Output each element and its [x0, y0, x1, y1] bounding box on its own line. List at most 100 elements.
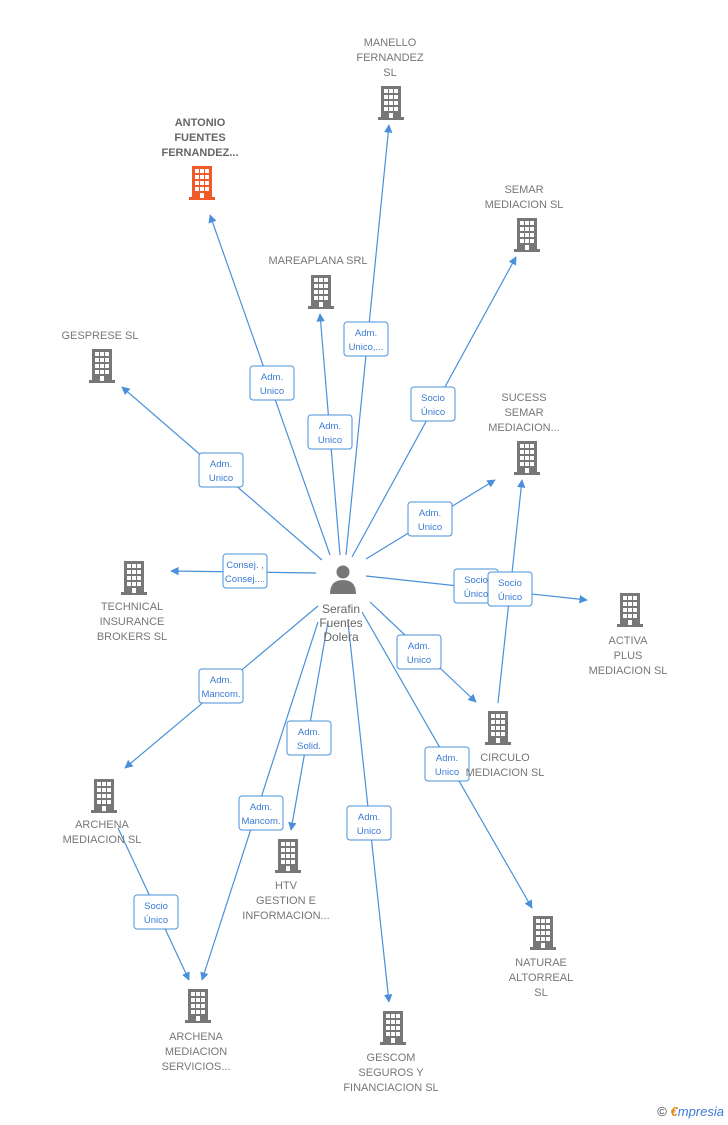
company-node-technical[interactable]: TECHNICAL INSURANCE BROKERS SL [97, 561, 167, 643]
company-node-activa[interactable]: ACTIVA PLUS MEDIACION SL [589, 593, 668, 677]
company-node-htv[interactable]: HTV GESTION E INFORMACION... [242, 839, 330, 922]
company-node-archena[interactable]: ARCHENA MEDIACION SL [63, 779, 142, 846]
e-antonio-edge: Adm.Unico [208, 214, 331, 556]
building-icon[interactable] [530, 916, 556, 950]
company-node-manello[interactable]: MANELLO FERNANDEZ SL [356, 37, 424, 120]
e-manello-label-box[interactable] [343, 321, 389, 357]
e-circulo-label-box[interactable] [396, 634, 442, 670]
company-node-naturae[interactable]: NATURAE ALTORREAL SL [509, 916, 573, 999]
e-gescom-label-box[interactable] [346, 805, 392, 841]
company-label-line[interactable]: CIRCULO [480, 752, 530, 764]
company-label-line[interactable]: SEGUROS Y [358, 1067, 424, 1079]
e-manello-label-line: Adm. [355, 328, 377, 339]
company-label-line[interactable]: FERNANDEZ [356, 52, 424, 64]
e-gesprese-label-box[interactable] [198, 452, 244, 488]
person-name-line[interactable]: Fuentes [319, 616, 362, 630]
company-node-circulo[interactable]: CIRCULO MEDIACION SL [466, 711, 545, 779]
company-label-line[interactable]: INSURANCE [100, 616, 165, 628]
company-label-line[interactable]: SUCESS [501, 392, 546, 404]
company-label-line[interactable]: SERVICIOS... [162, 1061, 231, 1073]
building-icon[interactable] [514, 441, 540, 475]
company-node-semar[interactable]: SEMAR MEDIACION SL [485, 184, 564, 252]
building-icon[interactable] [185, 989, 211, 1023]
e-htv-label-line: Solid. [297, 741, 321, 752]
e-htv-label-line: Adm. [298, 727, 320, 738]
e-naturae-label-line: Adm. [436, 753, 458, 764]
company-node-gesprese[interactable]: GESPRESE SL [61, 330, 139, 383]
company-node-sucess[interactable]: SUCESS SEMAR MEDIACION... [488, 392, 560, 475]
e-archena-serv-label-line: Adm. [250, 802, 272, 813]
building-icon[interactable] [121, 561, 147, 595]
e-archena-edge: Adm.Mancom. [124, 605, 319, 769]
company-label-line[interactable]: MEDIACION [165, 1046, 227, 1058]
company-label-line[interactable]: SL [383, 67, 396, 79]
e-archena-label-box[interactable] [198, 668, 244, 704]
e-htv-label-box[interactable] [286, 720, 332, 756]
e-gescom-edge: Adm.Unico [346, 621, 393, 1003]
e-mareaplana-label-box[interactable] [307, 414, 353, 450]
e-technical-label-box[interactable] [222, 553, 268, 589]
building-icon[interactable] [189, 166, 215, 200]
company-label-line[interactable]: HTV [275, 880, 298, 892]
person-name-line[interactable]: Serafin [322, 602, 360, 616]
building-icon[interactable] [378, 86, 404, 120]
company-node-archena_serv[interactable]: ARCHENA MEDIACION SERVICIOS... [162, 989, 231, 1073]
company-label-line[interactable]: SEMAR [504, 407, 543, 419]
company-label-line[interactable]: GESCOM [367, 1052, 416, 1064]
company-label-line[interactable]: MAREAPLANA SRL [268, 255, 367, 267]
e-sucess-label-line: Unico [418, 522, 442, 533]
company-label-line[interactable]: MEDIACION... [488, 422, 560, 434]
company-label-line[interactable]: MEDIACION SL [485, 199, 564, 211]
building-icon[interactable] [514, 218, 540, 252]
company-label-line[interactable]: SL [534, 987, 547, 999]
company-label-line[interactable]: ARCHENA [75, 819, 129, 831]
company-label-line[interactable]: GESTION E [256, 895, 316, 907]
company-label-line[interactable]: ALTORREAL [509, 972, 573, 984]
company-label-line[interactable]: GESPRESE SL [61, 330, 138, 342]
company-label-line[interactable]: PLUS [614, 650, 643, 662]
e-semar-label-line: Socio [421, 393, 445, 404]
company-label-line[interactable]: ANTONIO [175, 117, 226, 129]
building-icon[interactable] [380, 1011, 406, 1045]
building-icon[interactable] [89, 349, 115, 383]
e-sucess-label-box[interactable] [407, 501, 453, 537]
e-naturae-label-line: Unico [435, 767, 459, 778]
building-icon[interactable] [275, 839, 301, 873]
brand-logo-text: mpresia [677, 1104, 724, 1119]
building-icon[interactable] [485, 711, 511, 745]
company-label-line[interactable]: FINANCIACION SL [343, 1082, 438, 1094]
building-icon[interactable] [91, 779, 117, 813]
building-icon[interactable] [308, 275, 334, 309]
company-label-line[interactable]: FERNANDEZ... [162, 147, 239, 159]
person-name-line[interactable]: Dolera [323, 630, 359, 644]
company-label-line[interactable]: MEDIACION SL [589, 665, 668, 677]
company-node-antonio[interactable]: ANTONIO FUENTES FERNANDEZ... [162, 117, 239, 200]
company-label-line[interactable]: MEDIACION SL [466, 767, 545, 779]
e-technical-label-line: Consej. , [226, 560, 264, 571]
company-node-mareaplana[interactable]: MAREAPLANA SRL [268, 255, 368, 309]
e-semar-label-box[interactable] [410, 386, 456, 422]
company-label-line[interactable]: MEDIACION SL [63, 834, 142, 846]
company-label-line[interactable]: ACTIVA [609, 635, 649, 647]
building-icon[interactable] [617, 593, 643, 627]
company-label-line[interactable]: ARCHENA [169, 1031, 223, 1043]
e-archena-archserv-label-box[interactable] [133, 894, 179, 930]
e-archena-serv-label-box[interactable] [238, 795, 284, 831]
e-antonio-label-box[interactable] [249, 365, 295, 401]
company-label-line[interactable]: SEMAR [504, 184, 543, 196]
company-label-line[interactable]: MANELLO [364, 37, 417, 49]
e-antonio-label-line: Adm. [261, 372, 283, 383]
company-node-gescom[interactable]: GESCOM SEGUROS Y FINANCIACION SL [343, 1011, 439, 1094]
company-label-line[interactable]: FUENTES [174, 132, 225, 144]
company-label-line[interactable]: TECHNICAL [101, 601, 163, 613]
company-label-line[interactable]: NATURAE [515, 957, 567, 969]
e-archena-archserv-label-line: Único [144, 915, 168, 926]
company-label-line[interactable]: INFORMACION... [242, 910, 329, 922]
company-label-line[interactable]: BROKERS SL [97, 631, 167, 643]
e-circulo-sucess-label-box[interactable] [487, 571, 533, 607]
copyright-icon: © [657, 1104, 667, 1119]
person-icon[interactable] [336, 565, 350, 579]
e-naturae-label-box[interactable] [424, 746, 470, 782]
